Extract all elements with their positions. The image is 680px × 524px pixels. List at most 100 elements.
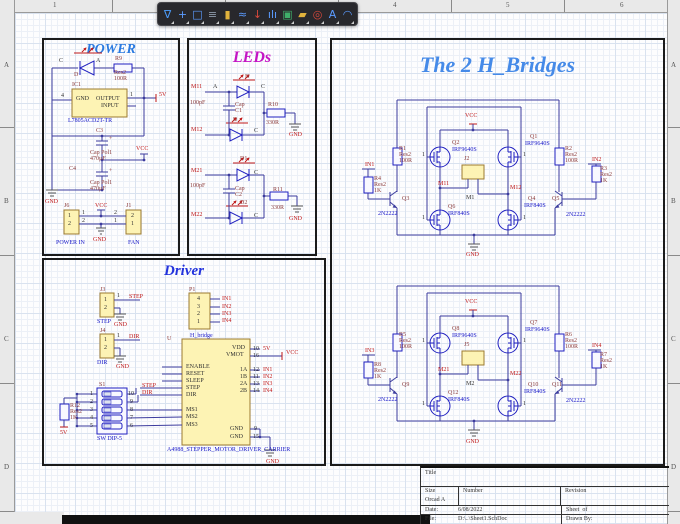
schematic-label: J1 (126, 203, 132, 209)
schematic-label: C1 (235, 108, 243, 114)
schematic-label: Cap (235, 186, 245, 192)
schematic-label: IRF9640S (452, 147, 477, 153)
schematic-label: VCC (95, 203, 108, 209)
schematic-label: 1 (117, 293, 120, 299)
titleblock-sheet-label: Sheet of (561, 506, 669, 514)
resistor-r9 (113, 63, 133, 73)
schematic-label: IN3 (263, 381, 273, 387)
schematic-label: J5 (464, 342, 470, 348)
schematic-label: POWER IN (56, 240, 85, 246)
schematic-label: 100R (114, 76, 128, 82)
schematic-label: 3 (197, 304, 200, 310)
histogram-icon: ılı (267, 7, 278, 21)
arrow-down-button[interactable]: ↓ (250, 3, 265, 25)
schematic-label: C2 (235, 192, 243, 198)
titleblock-number-label: Number (463, 488, 483, 494)
schematic-label: B (4, 197, 9, 205)
connector-p1 (188, 292, 211, 330)
schematic-label: GND (230, 434, 243, 440)
schematic-label: 1 (53, 1, 57, 9)
schematic-label: 1 (131, 221, 134, 227)
schematic-label: 2 (104, 345, 107, 351)
schematic-label: M21 (191, 168, 203, 174)
schematic-label: 7 (130, 415, 133, 421)
align-icon: ≡ (207, 7, 218, 21)
resistor-r11 (269, 191, 289, 201)
component-button[interactable]: ▮ (220, 3, 235, 25)
schematic-label: A (213, 84, 218, 90)
schematic-label: IN4 (263, 388, 273, 394)
schematic-label: 2N2222 (378, 211, 398, 217)
floating-toolbar: ∇+□≡▮≈↓ılı ▣▰◎A◠ (157, 2, 358, 26)
resistor-r4 (363, 176, 374, 194)
schematic-label: M2 (466, 381, 475, 387)
schematic-label: IN3 (365, 348, 375, 354)
schematic-label: IN2 (222, 304, 232, 310)
green-chip-icon: ▣ (282, 7, 293, 21)
crosshair-button[interactable]: + (175, 3, 190, 25)
hbridges-wiring-svg (362, 99, 602, 437)
schematic-label: Q8 (452, 326, 460, 332)
schematic-label: IN1 (263, 367, 273, 373)
schematic-label: Res2 (600, 172, 612, 178)
schematic-label: 1 (523, 152, 526, 158)
schematic-label: A (671, 61, 677, 69)
schematic-label: 1K (600, 178, 608, 184)
schematic-label: GND (76, 96, 89, 102)
schematic-label: H_bridge (190, 333, 213, 339)
schematic-label: IN3 (222, 311, 232, 317)
led-symbol (229, 211, 244, 225)
schematic-label: 100pF (190, 100, 206, 106)
schematic-label: GND (114, 322, 127, 328)
schematic-label: SLEEP (186, 378, 204, 384)
filter-button[interactable]: ∇ (160, 3, 175, 25)
schematic-label: R2 (565, 146, 573, 152)
schematic-label: GND (45, 199, 58, 205)
schematic-label: Cap (235, 102, 245, 108)
schematic-label: 12 (253, 367, 259, 373)
schematic-label: 10 (253, 346, 259, 352)
schematic-label: 5V (263, 346, 271, 352)
green-chip-button[interactable]: ▣ (280, 3, 295, 25)
schematic-label: IRF840S (448, 211, 470, 217)
schematic-label: 2 (68, 221, 71, 227)
probe-button[interactable]: ◎ (310, 3, 325, 25)
schematic-label: MS1 (186, 407, 198, 413)
schematic-label: 1 (114, 218, 117, 224)
schematic-label: SW DIP-5 (97, 436, 123, 442)
text-icon: A (328, 7, 337, 21)
connector-power-in (63, 209, 80, 235)
schematic-label: 1 (90, 391, 93, 397)
signals-button[interactable]: ≈ (235, 3, 250, 25)
schematic-label: A (4, 61, 10, 69)
schematic-label: R10 (268, 102, 279, 108)
rectangle-button[interactable]: □ (190, 3, 205, 25)
schematic-label: 4 (393, 1, 397, 9)
text-button[interactable]: A (325, 3, 340, 25)
schematic-label: DIR (97, 360, 108, 366)
align-button[interactable]: ≡ (205, 3, 220, 25)
schematic-label: 1K (600, 364, 608, 370)
schematic-label: 1K (374, 374, 382, 380)
schematic-label: R9 (115, 56, 123, 62)
diode-d-symbol (78, 60, 95, 76)
schematic-label: 11 (253, 374, 259, 380)
schematic-label: 2A (240, 381, 248, 387)
schematic-label: 1 (422, 215, 425, 221)
schematic-label: GND (289, 132, 302, 138)
histogram-button[interactable]: ılı (265, 3, 280, 25)
schematic-label: Res2 (399, 152, 411, 158)
arc-button[interactable]: ◠ (340, 3, 355, 25)
schematic-label: 470µF (90, 156, 106, 162)
schematic-label: 2N2222 (566, 398, 586, 404)
connector-j2 (461, 164, 485, 180)
tag-button[interactable]: ▰ (295, 3, 310, 25)
schematic-label: 9 (130, 399, 133, 405)
schematic-label: 1 (523, 215, 526, 221)
schematic-label: GND (466, 252, 479, 258)
schematic-label: 6 (130, 423, 133, 429)
schematic-label: IN1 (222, 296, 232, 302)
schematic-label: IRF9640S (525, 327, 550, 333)
schematic-label: FAN (128, 240, 140, 246)
